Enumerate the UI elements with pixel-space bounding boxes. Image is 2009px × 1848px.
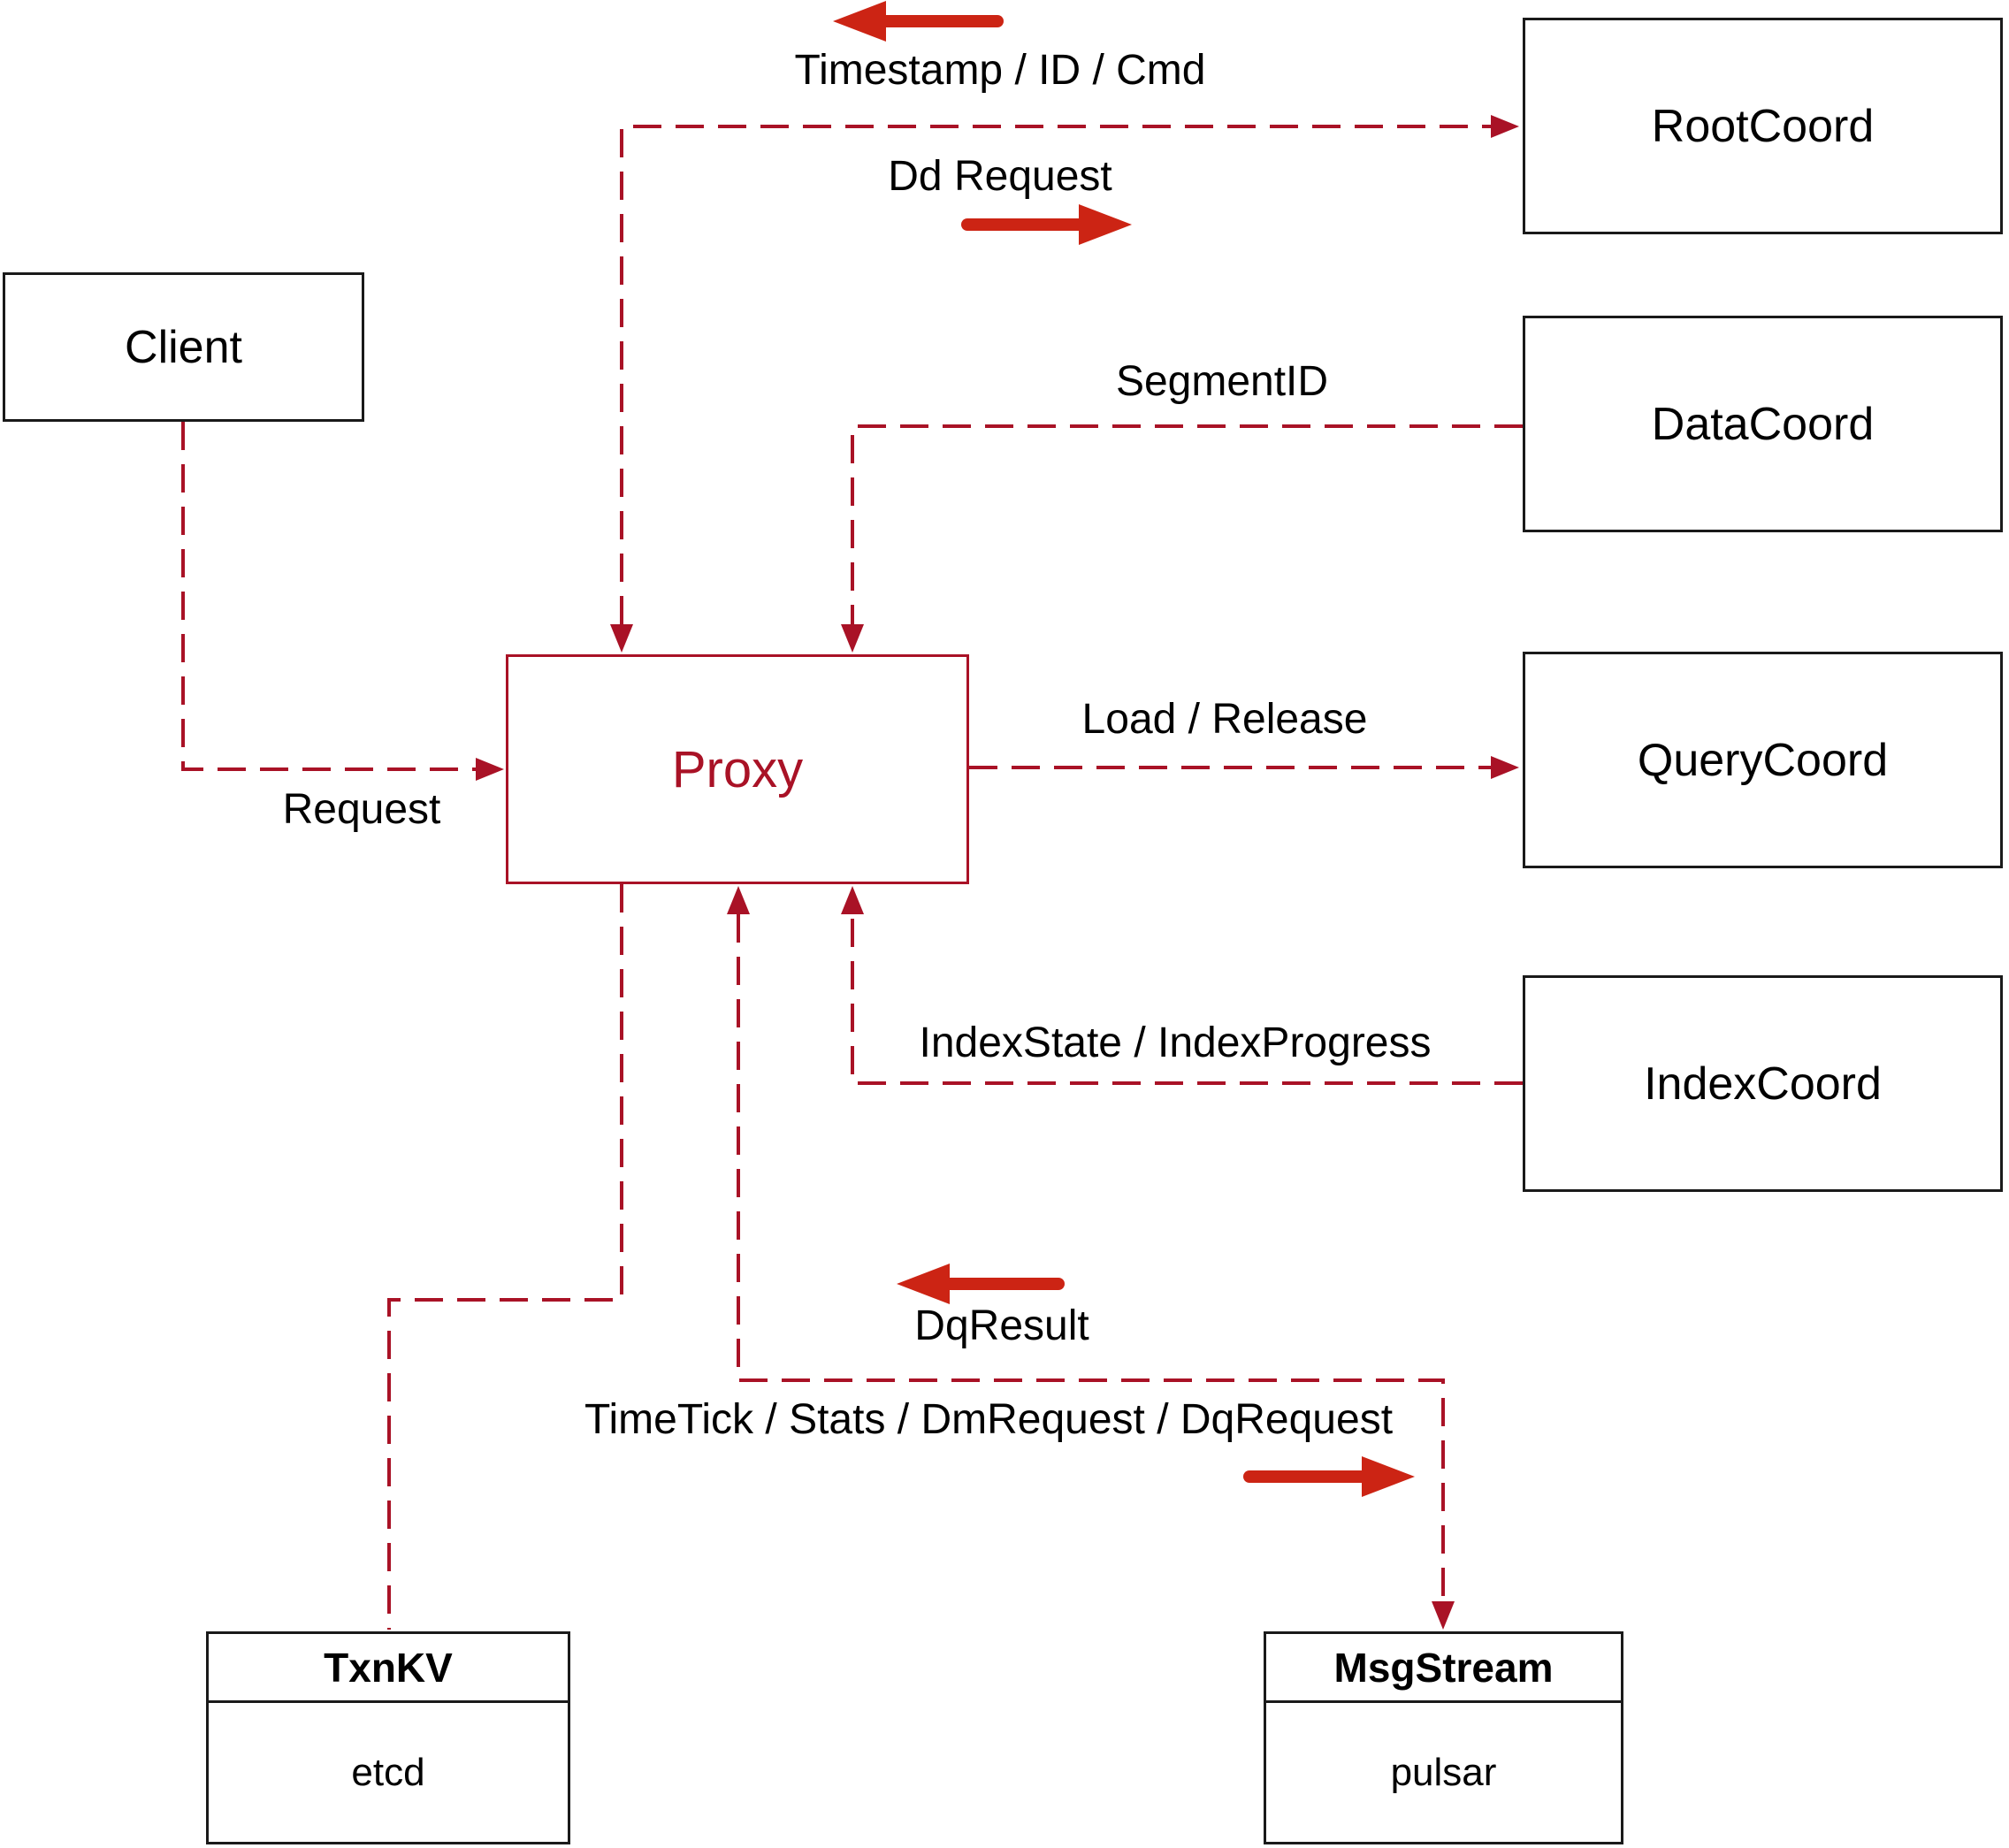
msgstream-node-body: pulsar [1390,1750,1497,1794]
proxy-top-right-arrowhead-icon [841,624,864,653]
timetick-arrow-icon [1362,1456,1415,1497]
proxy-top-left-arrowhead-icon [610,624,633,653]
segmentid-edge-label: SegmentID [1115,358,1329,405]
proxy-to-txnkv-connector [387,884,623,1630]
client-to-proxy-connector [181,422,476,771]
timetick-stats-edge-label: TimeTick / Stats / DmRequest / DqRequest [584,1396,1394,1443]
indexcoord-node: IndexCoord [1523,975,2003,1192]
msgstream-arrowhead-icon [1432,1601,1455,1630]
client-node-label: Client [125,321,242,373]
proxy-msgstream-connector [737,914,1445,1601]
datacoord-node: DataCoord [1523,316,2003,532]
indexcoord-node-label: IndexCoord [1644,1058,1882,1110]
proxy-node-label: Proxy [671,740,804,798]
request-edge-label: Request [282,786,441,833]
querycoord-node-label: QueryCoord [1637,734,1889,786]
dq-result-arrow-icon [897,1264,950,1304]
msgstream-node-title: MsgStream [1266,1634,1621,1703]
client-node: Client [3,272,364,422]
querycoord-arrowhead-icon [1491,756,1519,779]
proxy-bottom-right-arrowhead-icon [841,886,864,914]
proxy-rootcoord-connector [620,125,1491,624]
dd-request-edge-label: Dd Request [888,153,1112,200]
datacoord-node-label: DataCoord [1651,398,1875,450]
querycoord-node: QueryCoord [1523,652,2003,868]
msgstream-node: MsgStream pulsar [1264,1631,1623,1844]
proxy-bottom-middle-arrowhead-icon [727,886,750,914]
load-release-edge-label: Load / Release [1081,696,1368,743]
indexstate-indexprogress-edge-label: IndexState / IndexProgress [919,1019,1432,1066]
txnkv-node: TxnKV etcd [206,1631,570,1844]
txnkv-node-title: TxnKV [209,1634,568,1703]
dqresult-edge-label: DqResult [914,1302,1089,1349]
client-to-proxy-arrowhead-icon [476,758,504,781]
timestamp-id-cmd-edge-label: Timestamp / ID / Cmd [794,47,1206,94]
proxy-node: Proxy [506,654,969,884]
timestamp-return-arrow-icon [833,1,886,42]
datacoord-to-proxy-connector [851,424,1523,624]
rootcoord-node: RootCoord [1523,18,2003,234]
dd-request-arrow-icon [1079,204,1132,245]
rootcoord-arrowhead-icon [1491,115,1519,138]
rootcoord-node-label: RootCoord [1651,100,1875,152]
txnkv-node-body: etcd [351,1750,425,1794]
indexcoord-to-proxy-connector [851,914,1523,1085]
